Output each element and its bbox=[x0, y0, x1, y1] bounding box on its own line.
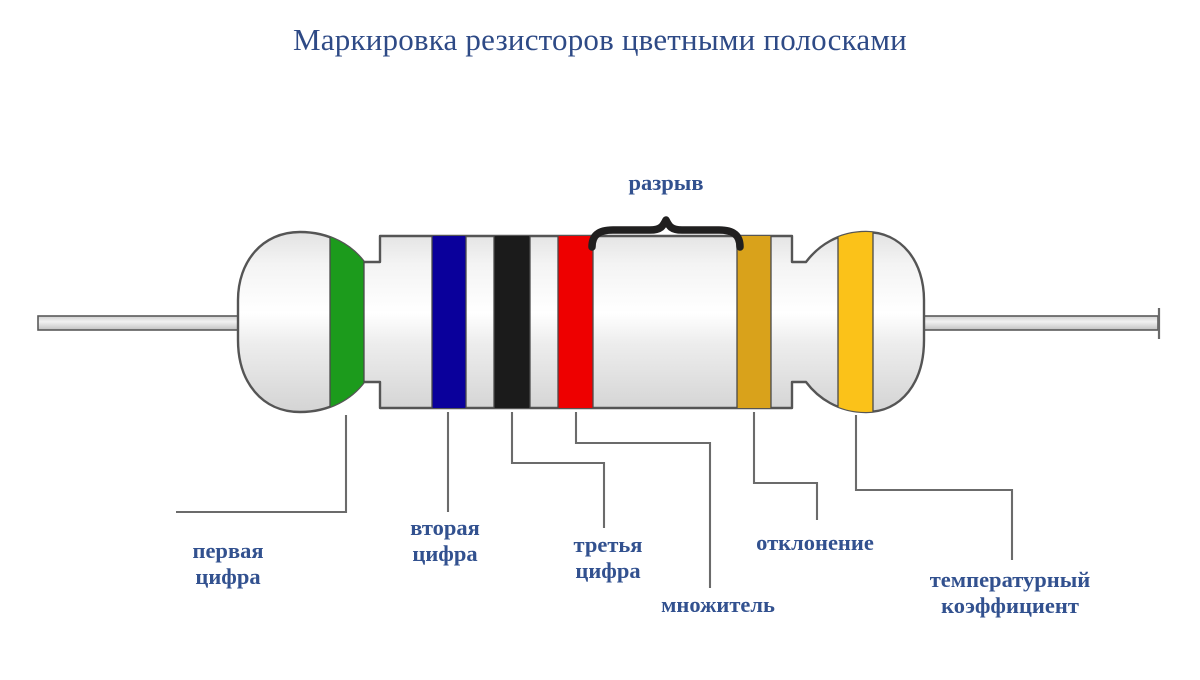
label-tolerance: отклонение bbox=[756, 530, 874, 555]
band-gold bbox=[737, 232, 771, 412]
page-title: Маркировка резисторов цветными полосками bbox=[293, 22, 907, 57]
gap-brace bbox=[588, 216, 744, 251]
label-second-digit: вторая цифра bbox=[410, 515, 480, 567]
label-third-digit: третья цифра bbox=[573, 532, 643, 584]
lead-right bbox=[899, 308, 1161, 339]
band-black bbox=[494, 232, 530, 412]
band-edges bbox=[329, 232, 874, 412]
band-blue bbox=[432, 232, 466, 412]
label-gap: разрыв bbox=[628, 170, 704, 195]
band-red bbox=[558, 232, 593, 412]
leader-third-digit bbox=[510, 412, 606, 528]
color-bands bbox=[330, 232, 873, 412]
leader-multiplier bbox=[574, 412, 712, 588]
leader-tempco bbox=[854, 415, 1014, 560]
leader-tolerance bbox=[752, 412, 819, 520]
label-first-digit: первая цифра bbox=[192, 538, 264, 590]
band-green bbox=[330, 232, 364, 412]
leader-first-digit bbox=[176, 415, 348, 514]
leader-lines bbox=[176, 412, 1014, 588]
lead-left bbox=[37, 315, 263, 331]
label-multiplier: множитель bbox=[661, 592, 775, 617]
label-tempco: температурный коэффициент bbox=[929, 567, 1091, 619]
band-yellow bbox=[838, 232, 873, 412]
